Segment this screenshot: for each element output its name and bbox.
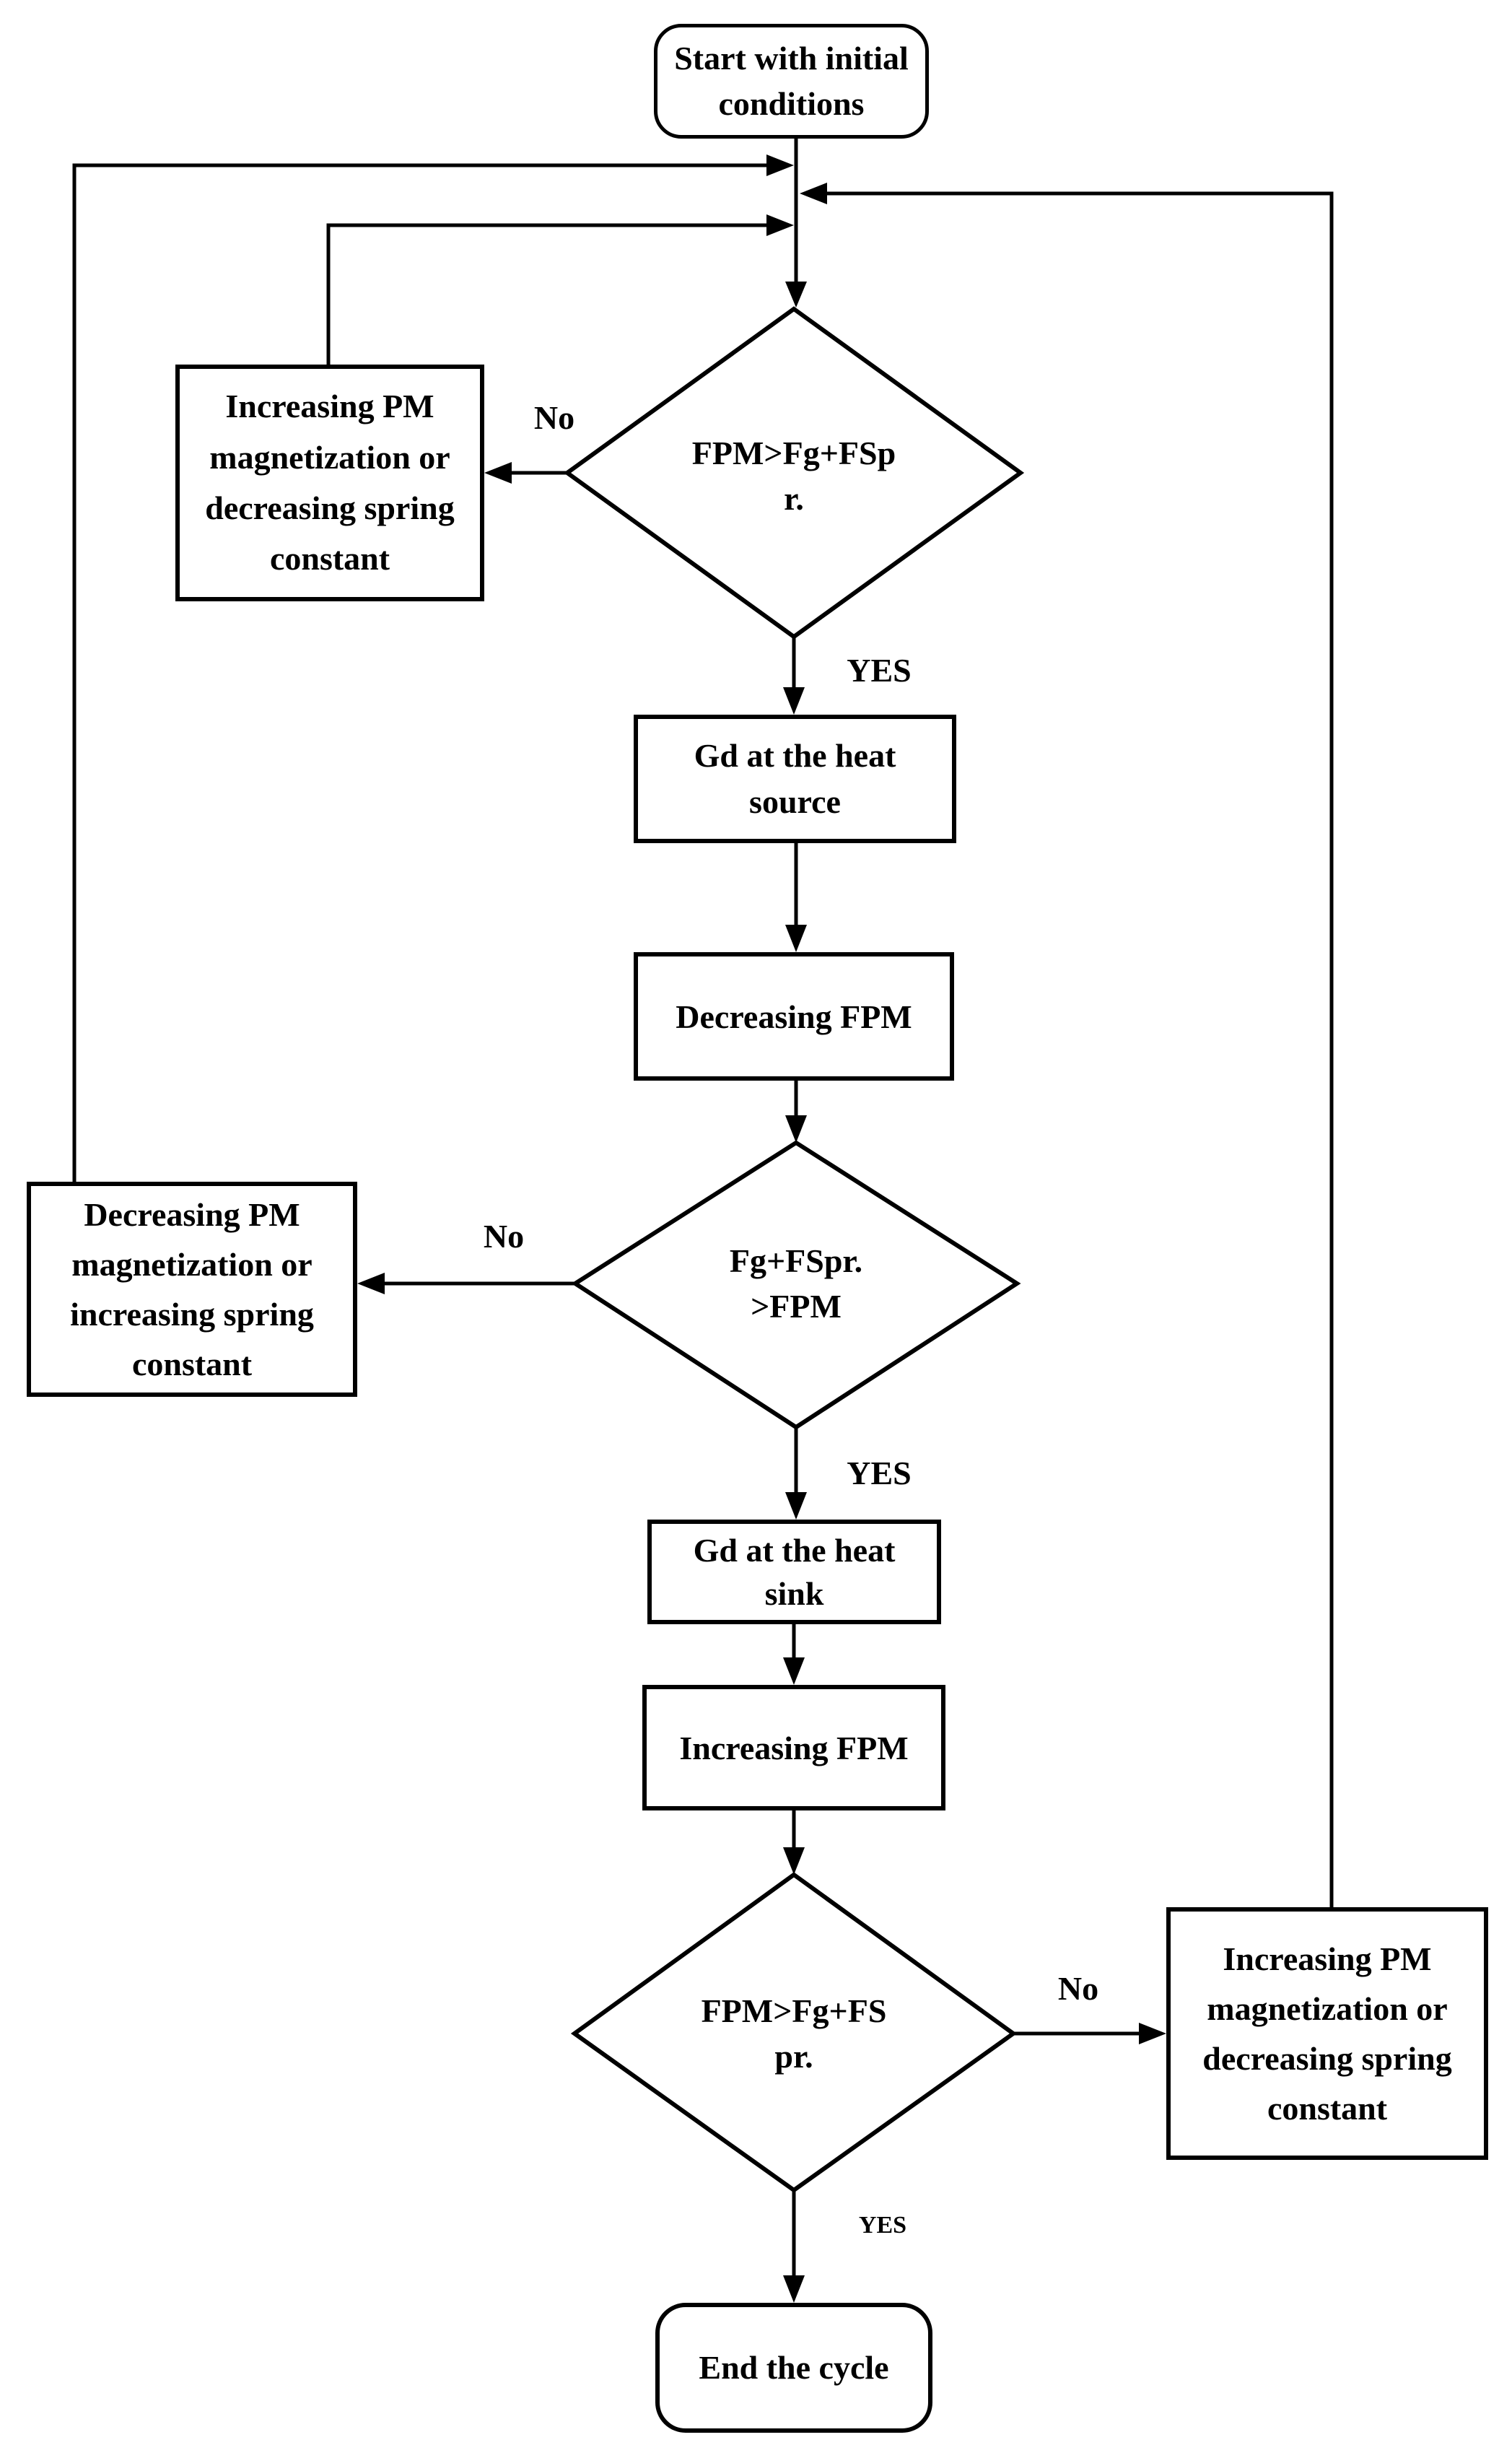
action-no1-label: Increasing PM magnetization or decreasin… (205, 388, 455, 578)
start-label: Start with initial conditions (674, 40, 909, 122)
decision3-text: FPM>Fg+FS pr. (678, 1982, 909, 2085)
end-label: End the cycle (699, 2348, 889, 2386)
decision3-diamond (570, 1872, 1018, 2193)
arrowhead-decfpm-to-decision2 (785, 1115, 807, 1143)
decision3-no-label: No (1057, 1969, 1099, 2007)
decision1-text: FPM>Fg+FSp r. (678, 424, 909, 527)
heat-source-label: Gd at the heat source (694, 736, 896, 820)
decision3-line1: FPM>Fg+FS (701, 1992, 887, 2029)
decision2-line1: Fg+FSpr. (729, 1242, 863, 1279)
arrowhead-decision1-yes (783, 687, 805, 715)
end-node: End the cycle (655, 2303, 932, 2433)
arrowhead-decision2-no (357, 1273, 385, 1294)
heat-sink-label: Gd at the heat sink (693, 1531, 896, 1612)
arrowhead-decision3-no (1139, 2023, 1166, 2044)
action-no2-label: Decreasing PM magnetization or increasin… (70, 1196, 314, 1382)
heat-source-node: Gd at the heat source (634, 715, 956, 843)
decreasing-fpm-label: Decreasing FPM (676, 998, 912, 1035)
decision2-no-label: No (483, 1217, 525, 1255)
arrowhead-feedback-left-outer (766, 154, 794, 176)
decision3-line2: pr. (774, 2038, 813, 2075)
arrowhead-feedback-left-inner (766, 214, 794, 236)
decision2-line2: >FPM (751, 1288, 842, 1325)
action-no1-node: Increasing PM magnetization or decreasin… (175, 365, 484, 601)
arrowhead-incfpm-to-decision3 (783, 1847, 805, 1875)
arrowhead-source-to-decfpm (785, 925, 807, 952)
heat-sink-node: Gd at the heat sink (647, 1520, 941, 1624)
decision1-line1: FPM>Fg+FSp (691, 434, 896, 471)
action-no3-label: Increasing PM magnetization or decreasin… (1202, 1940, 1452, 2127)
arrowhead-decision2-yes (785, 1492, 807, 1520)
action-no2-node: Decreasing PM magnetization or increasin… (27, 1182, 357, 1397)
start-node: Start with initial conditions (654, 24, 929, 139)
decision1-line2: r. (784, 480, 804, 517)
action-no3-node: Increasing PM magnetization or decreasin… (1166, 1907, 1488, 2160)
decision2-diamond (571, 1140, 1021, 1430)
increasing-fpm-node: Increasing FPM (642, 1685, 945, 1810)
arrowhead-into-decision1 (785, 282, 807, 308)
increasing-fpm-label: Increasing FPM (679, 1729, 909, 1766)
decision3-yes-label: YES (858, 2212, 907, 2239)
arrowhead-feedback-right (800, 183, 827, 204)
decision1-diamond (563, 306, 1025, 640)
arrowhead-sink-to-incfpm (783, 1657, 805, 1685)
decision1-yes-label: YES (847, 651, 912, 689)
arrowhead-decision1-no (484, 462, 512, 484)
decision2-text: Fg+FSpr. >FPM (681, 1232, 912, 1335)
decision2-yes-label: YES (847, 1454, 912, 1491)
decision1-no-label: No (533, 398, 575, 436)
arrowhead-decision3-yes (783, 2275, 805, 2303)
decreasing-fpm-node: Decreasing FPM (634, 952, 954, 1081)
